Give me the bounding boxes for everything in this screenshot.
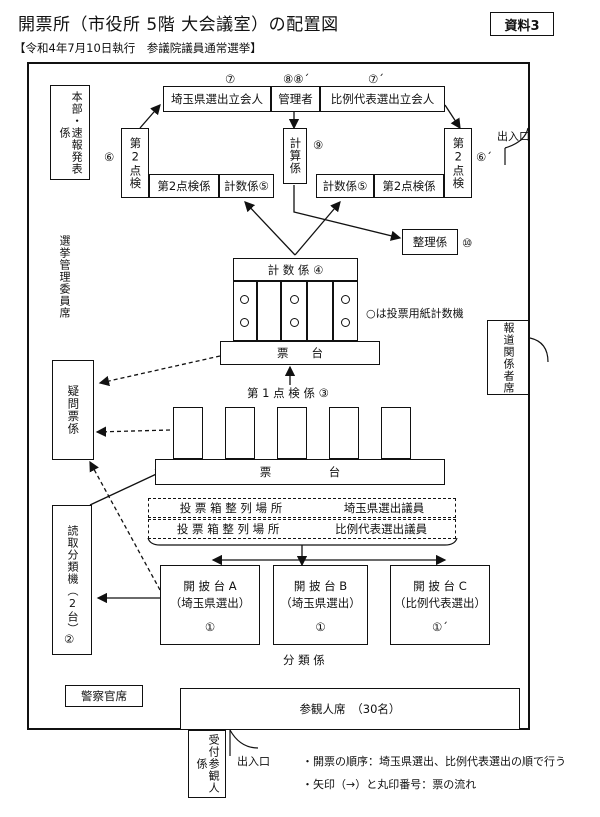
saitama-witness-box: 埼玉県選出立会人 bbox=[163, 86, 271, 112]
counter-machine-icon bbox=[240, 295, 249, 304]
open-table-a-title: 開 披 台 A bbox=[183, 579, 237, 593]
page-subtitle: 【令和4年7月10日執行 参議院議員通常選挙】 bbox=[14, 41, 262, 55]
counting-col-5 bbox=[333, 281, 358, 341]
counter-machine-icon bbox=[290, 295, 299, 304]
open-table-c-sub: （比例代表選出） bbox=[394, 595, 486, 610]
right-checker-num: ⑥´ bbox=[476, 150, 493, 164]
calc-num: ⑨ bbox=[313, 138, 324, 152]
open-table-c-num: ①´ bbox=[431, 620, 449, 635]
press-seats: 報道関係者席 bbox=[487, 320, 529, 395]
counting-col-1 bbox=[233, 281, 257, 341]
note-order: ・開票の順序：埼玉県選出、比例代表選出の順で行う bbox=[302, 755, 566, 768]
left-row-counter: 計数係⑤ bbox=[219, 174, 274, 198]
organizer-num: ⑩ bbox=[462, 236, 473, 250]
note-flow: ・矢印（→）と丸印番号：票の流れ bbox=[302, 778, 477, 791]
left-second-checker: 第2点検 bbox=[121, 128, 149, 198]
manager-box: 管理者 bbox=[271, 86, 320, 112]
first-check-label: 第 1 点 検 係 ③ bbox=[247, 386, 329, 400]
open-table-b-num: ① bbox=[315, 620, 326, 635]
counting-col-3 bbox=[281, 281, 307, 341]
counting-label: 計 数 係 ④ bbox=[233, 258, 358, 281]
observer-seats: 参観人席 （30名） bbox=[180, 688, 520, 730]
ballot-box-area-label: 投 票 箱 整 列 場 所 bbox=[179, 501, 283, 515]
sorting-label: 分 類 係 bbox=[283, 653, 325, 667]
num-manager: ⑧⑧´ bbox=[283, 72, 310, 86]
right-row-checker: 第2点検係 bbox=[374, 174, 444, 198]
first-check-col-2 bbox=[225, 407, 255, 459]
document-label: 資料3 bbox=[490, 12, 554, 36]
open-table-a: 開 披 台 A （埼玉県選出） ① bbox=[160, 565, 260, 645]
page-title: 開票所（市役所 5階 大会議室）の配置図 bbox=[18, 15, 339, 35]
first-check-table: 票 台 bbox=[155, 459, 445, 485]
right-second-checker: 第2点検 bbox=[444, 128, 472, 198]
right-row-counter: 計数係⑤ bbox=[316, 174, 374, 198]
entrance-bottom: 出入口 bbox=[237, 755, 270, 768]
open-table-a-sub: （埼玉県選出） bbox=[169, 595, 251, 610]
counter-machine-icon bbox=[341, 318, 350, 327]
ballot-box-area-proportional: 投 票 箱 整 列 場 所 比例代表選出議員 bbox=[148, 519, 456, 539]
committee-seats: 選挙管理委員席 bbox=[53, 224, 75, 330]
doubt-section: 疑問票係 bbox=[52, 360, 94, 460]
reception-section: 受付参観人係 bbox=[188, 730, 226, 798]
open-table-c-title: 開 披 台 C bbox=[413, 579, 467, 593]
open-table-a-num: ① bbox=[204, 620, 216, 635]
open-table-b: 開 披 台 B （埼玉県選出） ① bbox=[273, 565, 368, 645]
first-check-col-3 bbox=[277, 407, 307, 459]
num-proportional-witness: ⑦´ bbox=[368, 72, 385, 86]
ballot-box-area-sub: 比例代表選出議員 bbox=[335, 522, 428, 536]
police-seats: 警察官席 bbox=[65, 685, 143, 707]
left-row-checker: 第2点検係 bbox=[149, 174, 219, 198]
reader-section: 読取分類機（2台） bbox=[52, 505, 92, 655]
counter-machine-icon bbox=[341, 295, 350, 304]
counting-col-2 bbox=[257, 281, 281, 341]
num-saitama-witness: ⑦ bbox=[225, 72, 236, 86]
reader-num: ② bbox=[64, 632, 75, 646]
ballot-box-area-sub: 埼玉県選出議員 bbox=[343, 501, 425, 515]
calc-box: 計算係 bbox=[283, 128, 307, 184]
counter-machine-icon bbox=[240, 318, 249, 327]
counter-machine-icon bbox=[290, 318, 299, 327]
report-section: 本部・速報発表係 bbox=[50, 85, 90, 180]
counting-table: 票 台 bbox=[220, 341, 380, 365]
ballot-box-area-saitama: 投 票 箱 整 列 場 所 埼玉県選出議員 bbox=[148, 498, 456, 518]
open-table-b-sub: （埼玉県選出） bbox=[280, 595, 361, 610]
left-checker-num: ⑥ bbox=[104, 150, 115, 164]
first-check-col-4 bbox=[329, 407, 359, 459]
counting-legend: ○は投票用紙計数機 bbox=[366, 307, 464, 320]
open-table-b-title: 開 披 台 B bbox=[293, 579, 348, 593]
open-table-c: 開 披 台 C （比例代表選出） ①´ bbox=[390, 565, 490, 645]
ballot-box-area-label: 投 票 箱 整 列 場 所 bbox=[176, 522, 280, 536]
entrance-top: 出入口 bbox=[497, 130, 530, 143]
first-check-col-5 bbox=[381, 407, 411, 459]
proportional-witness-box: 比例代表選出立会人 bbox=[320, 86, 445, 112]
counting-col-4 bbox=[307, 281, 333, 341]
organizer-box: 整理係 bbox=[402, 229, 458, 255]
first-check-col-1 bbox=[173, 407, 203, 459]
